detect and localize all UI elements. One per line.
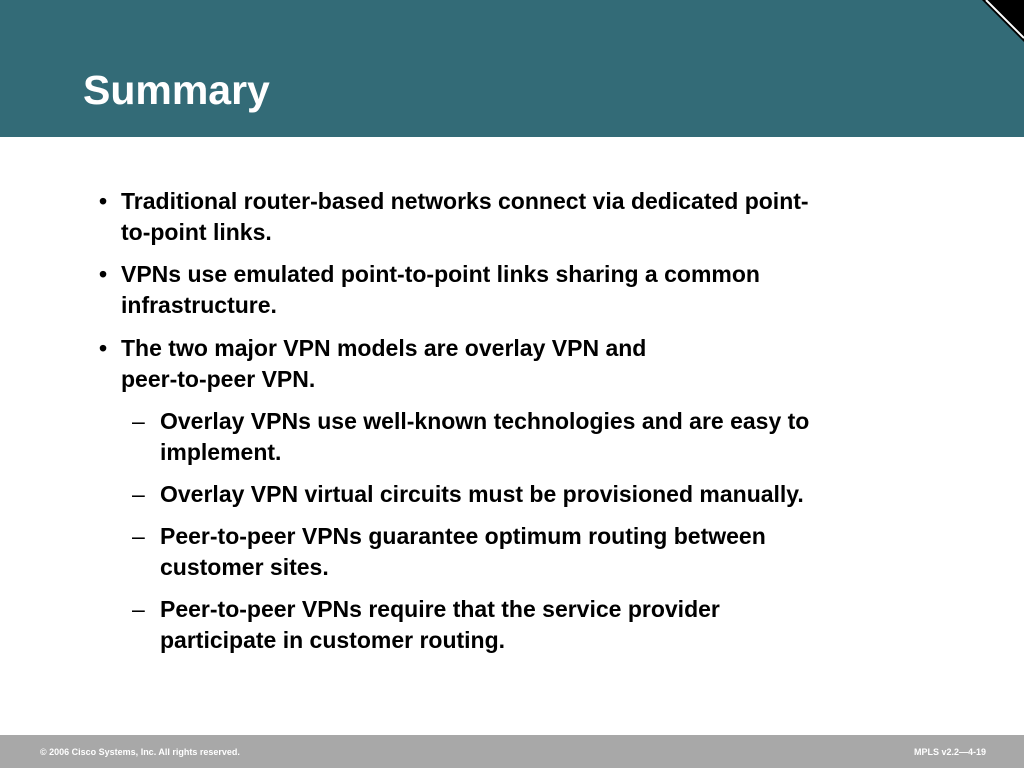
- sub-bullet-marker: –: [132, 408, 145, 434]
- course-slide-id: MPLS v2.2—4-19: [913, 747, 986, 757]
- bullet-text-continued: peer-to-peer VPN.: [121, 366, 316, 392]
- bullet-text-continued: to-point links.: [121, 219, 272, 245]
- sub-bullet-marker: –: [132, 596, 145, 622]
- sub-bullet-item: – Overlay VPNs use well-known technologi…: [132, 406, 960, 468]
- bullet-marker: •: [99, 335, 108, 361]
- bullet-item: • VPNs use emulated point-to-point links…: [99, 259, 951, 321]
- bullet-text: Traditional router-based networks connec…: [121, 188, 809, 214]
- bullet-item: • The two major VPN models are overlay V…: [99, 333, 951, 395]
- sub-bullet-text-continued: participate in customer routing.: [160, 627, 506, 653]
- sub-bullet-text: Peer-to-peer VPNs guarantee optimum rout…: [160, 523, 766, 549]
- footer-bar: © 2006 Cisco Systems, Inc. All rights re…: [0, 735, 1024, 768]
- corner-triangle-icon: [982, 0, 1024, 42]
- bullet-text: The two major VPN models are overlay VPN…: [121, 335, 647, 361]
- sub-bullet-marker: –: [132, 523, 145, 549]
- sub-bullet-text: Peer-to-peer VPNs require that the servi…: [160, 596, 720, 622]
- sub-bullet-item: – Peer-to-peer VPNs guarantee optimum ro…: [132, 521, 960, 583]
- sub-bullet-text-continued: implement.: [160, 439, 282, 465]
- sub-bullet-text: Overlay VPNs use well-known technologies…: [160, 408, 810, 434]
- copyright-notice: © 2006 Cisco Systems, Inc. All rights re…: [40, 747, 240, 757]
- bullet-text-continued: infrastructure.: [121, 292, 277, 318]
- slide-title: Summary: [83, 67, 270, 113]
- bullet-marker: •: [99, 261, 108, 287]
- sub-bullet-text-continued: customer sites.: [160, 554, 329, 580]
- bullet-marker: •: [99, 188, 108, 214]
- bullet-item: • Traditional router-based networks conn…: [99, 186, 951, 248]
- header-bar: [0, 0, 1024, 137]
- sub-bullet-item: – Peer-to-peer VPNs require that the ser…: [132, 594, 960, 656]
- sub-bullet-item: – Overlay VPN virtual circuits must be p…: [132, 479, 960, 510]
- bullet-text: VPNs use emulated point-to-point links s…: [121, 261, 760, 287]
- sub-bullet-text: Overlay VPN virtual circuits must be pro…: [160, 481, 804, 507]
- sub-bullet-marker: –: [132, 481, 145, 507]
